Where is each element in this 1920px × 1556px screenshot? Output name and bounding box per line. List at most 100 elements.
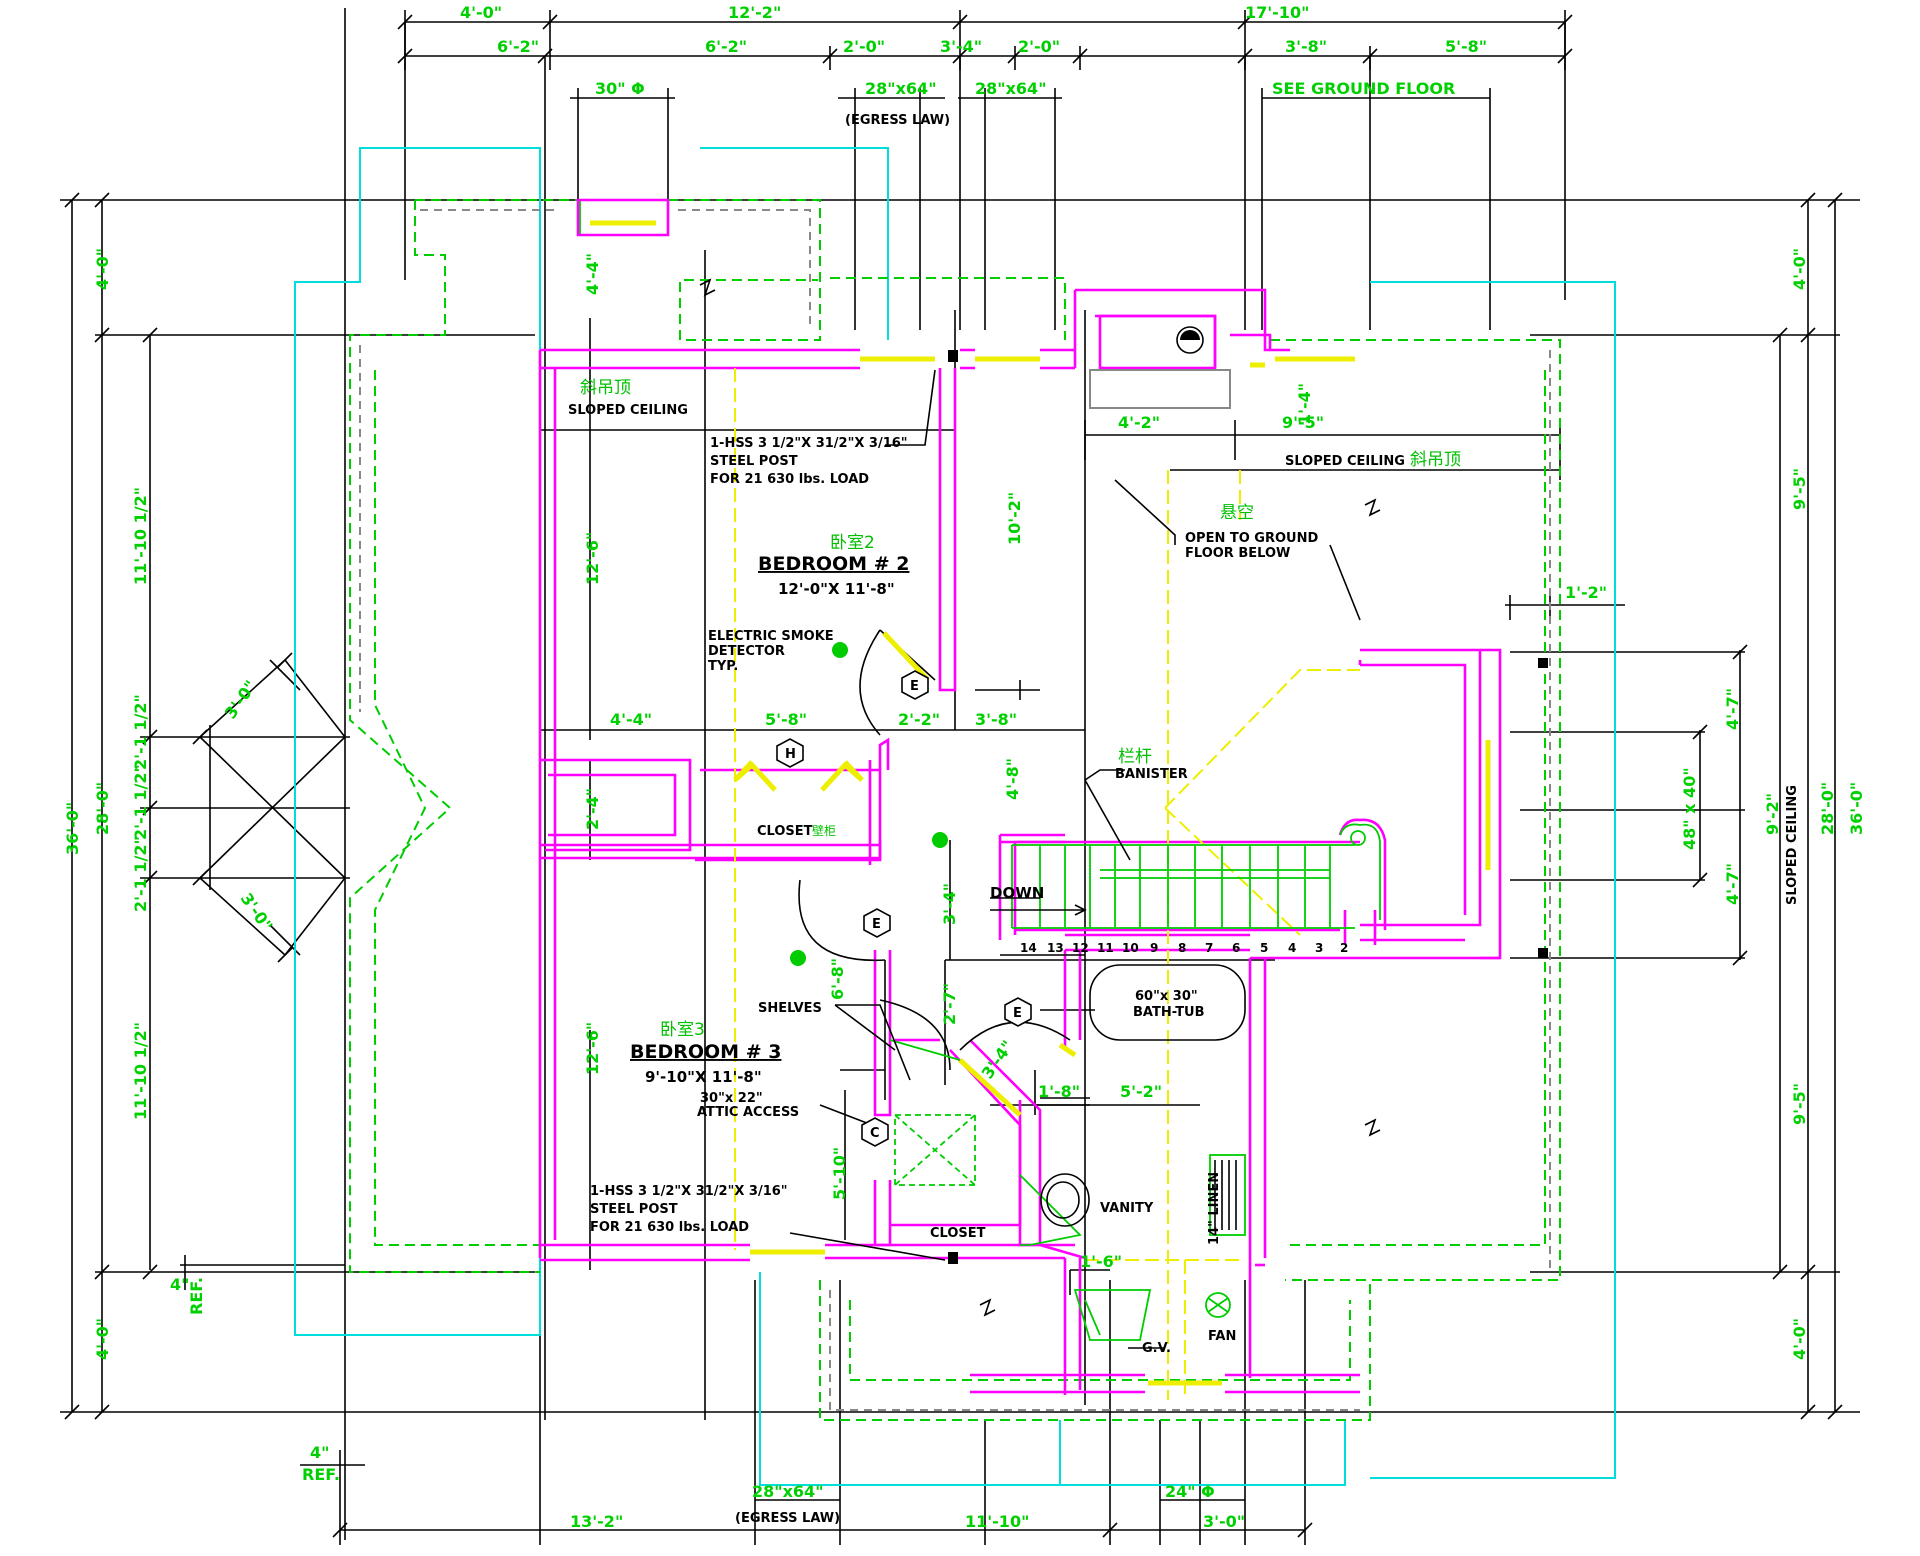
egress-law-bottom: (EGRESS LAW) [735, 1511, 840, 1526]
dim-1-6: 1'-6" [1080, 1252, 1122, 1271]
stair-step: 14 [1020, 941, 1037, 955]
dim-top-3-8: 3'-8" [1285, 37, 1327, 56]
post-bottom-line3: FOR 21 630 lbs. LOAD [590, 1220, 749, 1235]
dim-right-4-7-a: 4'-7" [1723, 688, 1742, 730]
centerlines [734, 368, 1360, 1400]
dim-top-17-10: 17'-10" [1245, 3, 1309, 22]
dim-12-6-a: 12'-6" [583, 532, 602, 585]
dim-bottom-28x64: 28"x64" [752, 1482, 824, 1501]
dim-top-12-2: 12'-2" [728, 3, 781, 22]
closet-top: CLOSET [757, 824, 813, 839]
banister: BANISTER [1115, 767, 1188, 782]
attic-access-line2: ATTIC ACCESS [697, 1105, 799, 1120]
dim-top-3-4: 3'-4" [940, 37, 982, 56]
labels: 斜吊顶 SLOPED CEILING 1-HSS 3 1/2"X 31/2"X … [568, 378, 1461, 1356]
dim-left-28-0: 28'-0" [93, 782, 112, 835]
post-bottom-line2: STEEL POST [590, 1202, 678, 1217]
dim-bay-3-0-a: 3'-0" [221, 677, 261, 722]
dim-left-11-10-bot: 11'-10 1/2" [131, 1022, 150, 1120]
dim-left-2-1-b: 2'-1 1/2" [131, 764, 150, 840]
smoke-detector-line2: DETECTOR [708, 644, 785, 659]
door-mark-e3: E [1013, 1006, 1022, 1021]
stair-step: 8 [1178, 941, 1186, 955]
linen-label: 14" LINEN [1207, 1172, 1222, 1245]
closet-top-cn: 壁柜 [812, 823, 836, 838]
dim-ref-4-a: 4" [170, 1275, 189, 1294]
dim-3-4: 3'-4" [940, 883, 959, 925]
bedroom2-name: BEDROOM # 2 [758, 553, 909, 575]
bedroom3-size: 9'-10"X 11'-8" [645, 1068, 762, 1086]
dim-12-6-b: 12'-6" [583, 1022, 602, 1075]
dim-left-36-0: 36'-0" [63, 802, 82, 855]
bedroom2-size: 12'-0"X 11'-8" [778, 580, 895, 598]
ref-label-b: REF. [302, 1465, 340, 1484]
down-label: DOWN [990, 884, 1044, 902]
post-top-line2: STEEL POST [710, 454, 798, 469]
see-ground-floor: SEE GROUND FLOOR [1272, 79, 1455, 98]
dim-right-4-0-top: 4'-0" [1790, 248, 1809, 290]
dim-2-4: 2'-4" [583, 788, 602, 830]
shelves-label: SHELVES [758, 1001, 822, 1016]
bedroom3-name: BEDROOM # 3 [630, 1041, 781, 1063]
dim-3-8-mid: 3'-8" [975, 710, 1017, 729]
stair-step: 5 [1260, 941, 1268, 955]
open-to-ground-line1: OPEN TO GROUND [1185, 531, 1318, 546]
gv-label: G.V. [1142, 1341, 1171, 1356]
door-mark-e2: E [872, 917, 881, 932]
dim-right-9-2: 9'-2" [1763, 793, 1782, 835]
dim-1-8: 1'-8" [1038, 1082, 1080, 1101]
dim-bottom-11-10: 11'-10" [965, 1512, 1029, 1531]
dim-9-5-top: 9'-5" [1282, 413, 1324, 432]
sloped-ceiling-vertical: SLOPED CEILING [1785, 785, 1800, 905]
open-to-ground-line2: FLOOR BELOW [1185, 546, 1290, 561]
heater-mark: H [785, 747, 796, 762]
dim-5-8-mid: 5'-8" [765, 710, 807, 729]
walls [538, 288, 1502, 1395]
break-marks [699, 278, 1381, 1317]
dim-right-9-5-b: 9'-5" [1790, 1083, 1809, 1125]
sloped-ceiling-cn-right: 斜吊顶 [1410, 450, 1461, 470]
dim-4-4-top: 4'-4" [583, 253, 602, 295]
dim-left-4-0-bot: 4'-0" [93, 1318, 112, 1360]
stair-step: 9 [1150, 941, 1158, 955]
dim-right-36-0: 36'-0" [1847, 782, 1866, 835]
dim-2-7: 2'-7" [940, 983, 959, 1025]
dim-bottom-24: 24" Φ [1165, 1482, 1215, 1501]
dim-top-6-2-b: 6'-2" [705, 37, 747, 56]
smoke-detector-line1: ELECTRIC SMOKE [708, 629, 834, 644]
dim-right-48x40: 48" x 40" [1680, 767, 1699, 850]
dimension-lines [60, 8, 1860, 1545]
dim-1-2: 1'-2" [1565, 583, 1607, 602]
dim-window-28x64-a: 28"x64" [865, 79, 937, 98]
stair-step-numbers: 14 13 12 11 10 9 8 7 6 5 4 3 2 [1020, 941, 1348, 955]
fan-label: FAN [1208, 1329, 1236, 1344]
post-top-line1: 1-HSS 3 1/2"X 31/2"X 3/16" [710, 436, 908, 451]
stair [990, 823, 1381, 956]
fixtures [733, 314, 1548, 1341]
dim-left-2-1-c: 2'-1 1/2" [131, 836, 150, 912]
dim-top-5-8: 5'-8" [1445, 37, 1487, 56]
dim-5-10: 5'-10" [830, 1147, 849, 1200]
door-mark-e1: E [910, 679, 919, 694]
dim-4-4-mid: 4'-4" [610, 710, 652, 729]
dim-5-2: 5'-2" [1120, 1082, 1162, 1101]
dim-top-2-0-a: 2'-0" [843, 37, 885, 56]
stair-step: 13 [1047, 941, 1064, 955]
stair-step: 6 [1232, 941, 1240, 955]
bathtub-line2: BATH-TUB [1133, 1005, 1205, 1020]
dim-ref-4-b: 4" [310, 1443, 329, 1462]
egress-law-top: (EGRESS LAW) [845, 113, 950, 128]
post-bottom-line1: 1-HSS 3 1/2"X 31/2"X 3/16" [590, 1184, 788, 1199]
dim-2-2: 2'-2" [898, 710, 940, 729]
dim-window-28x64-b: 28"x64" [975, 79, 1047, 98]
dim-right-9-5-a: 9'-5" [1790, 468, 1809, 510]
stair-step: 12 [1072, 941, 1089, 955]
stair-step: 2 [1340, 941, 1348, 955]
dim-right-4-0-bot: 4'-0" [1790, 1318, 1809, 1360]
dim-bottom-13-2: 13'-2" [570, 1512, 623, 1531]
stair-step: 10 [1122, 941, 1139, 955]
sloped-ceiling-right: SLOPED CEILING [1285, 454, 1405, 469]
stair-step: 3 [1315, 941, 1323, 955]
banister-cn: 栏杆 [1118, 747, 1152, 767]
